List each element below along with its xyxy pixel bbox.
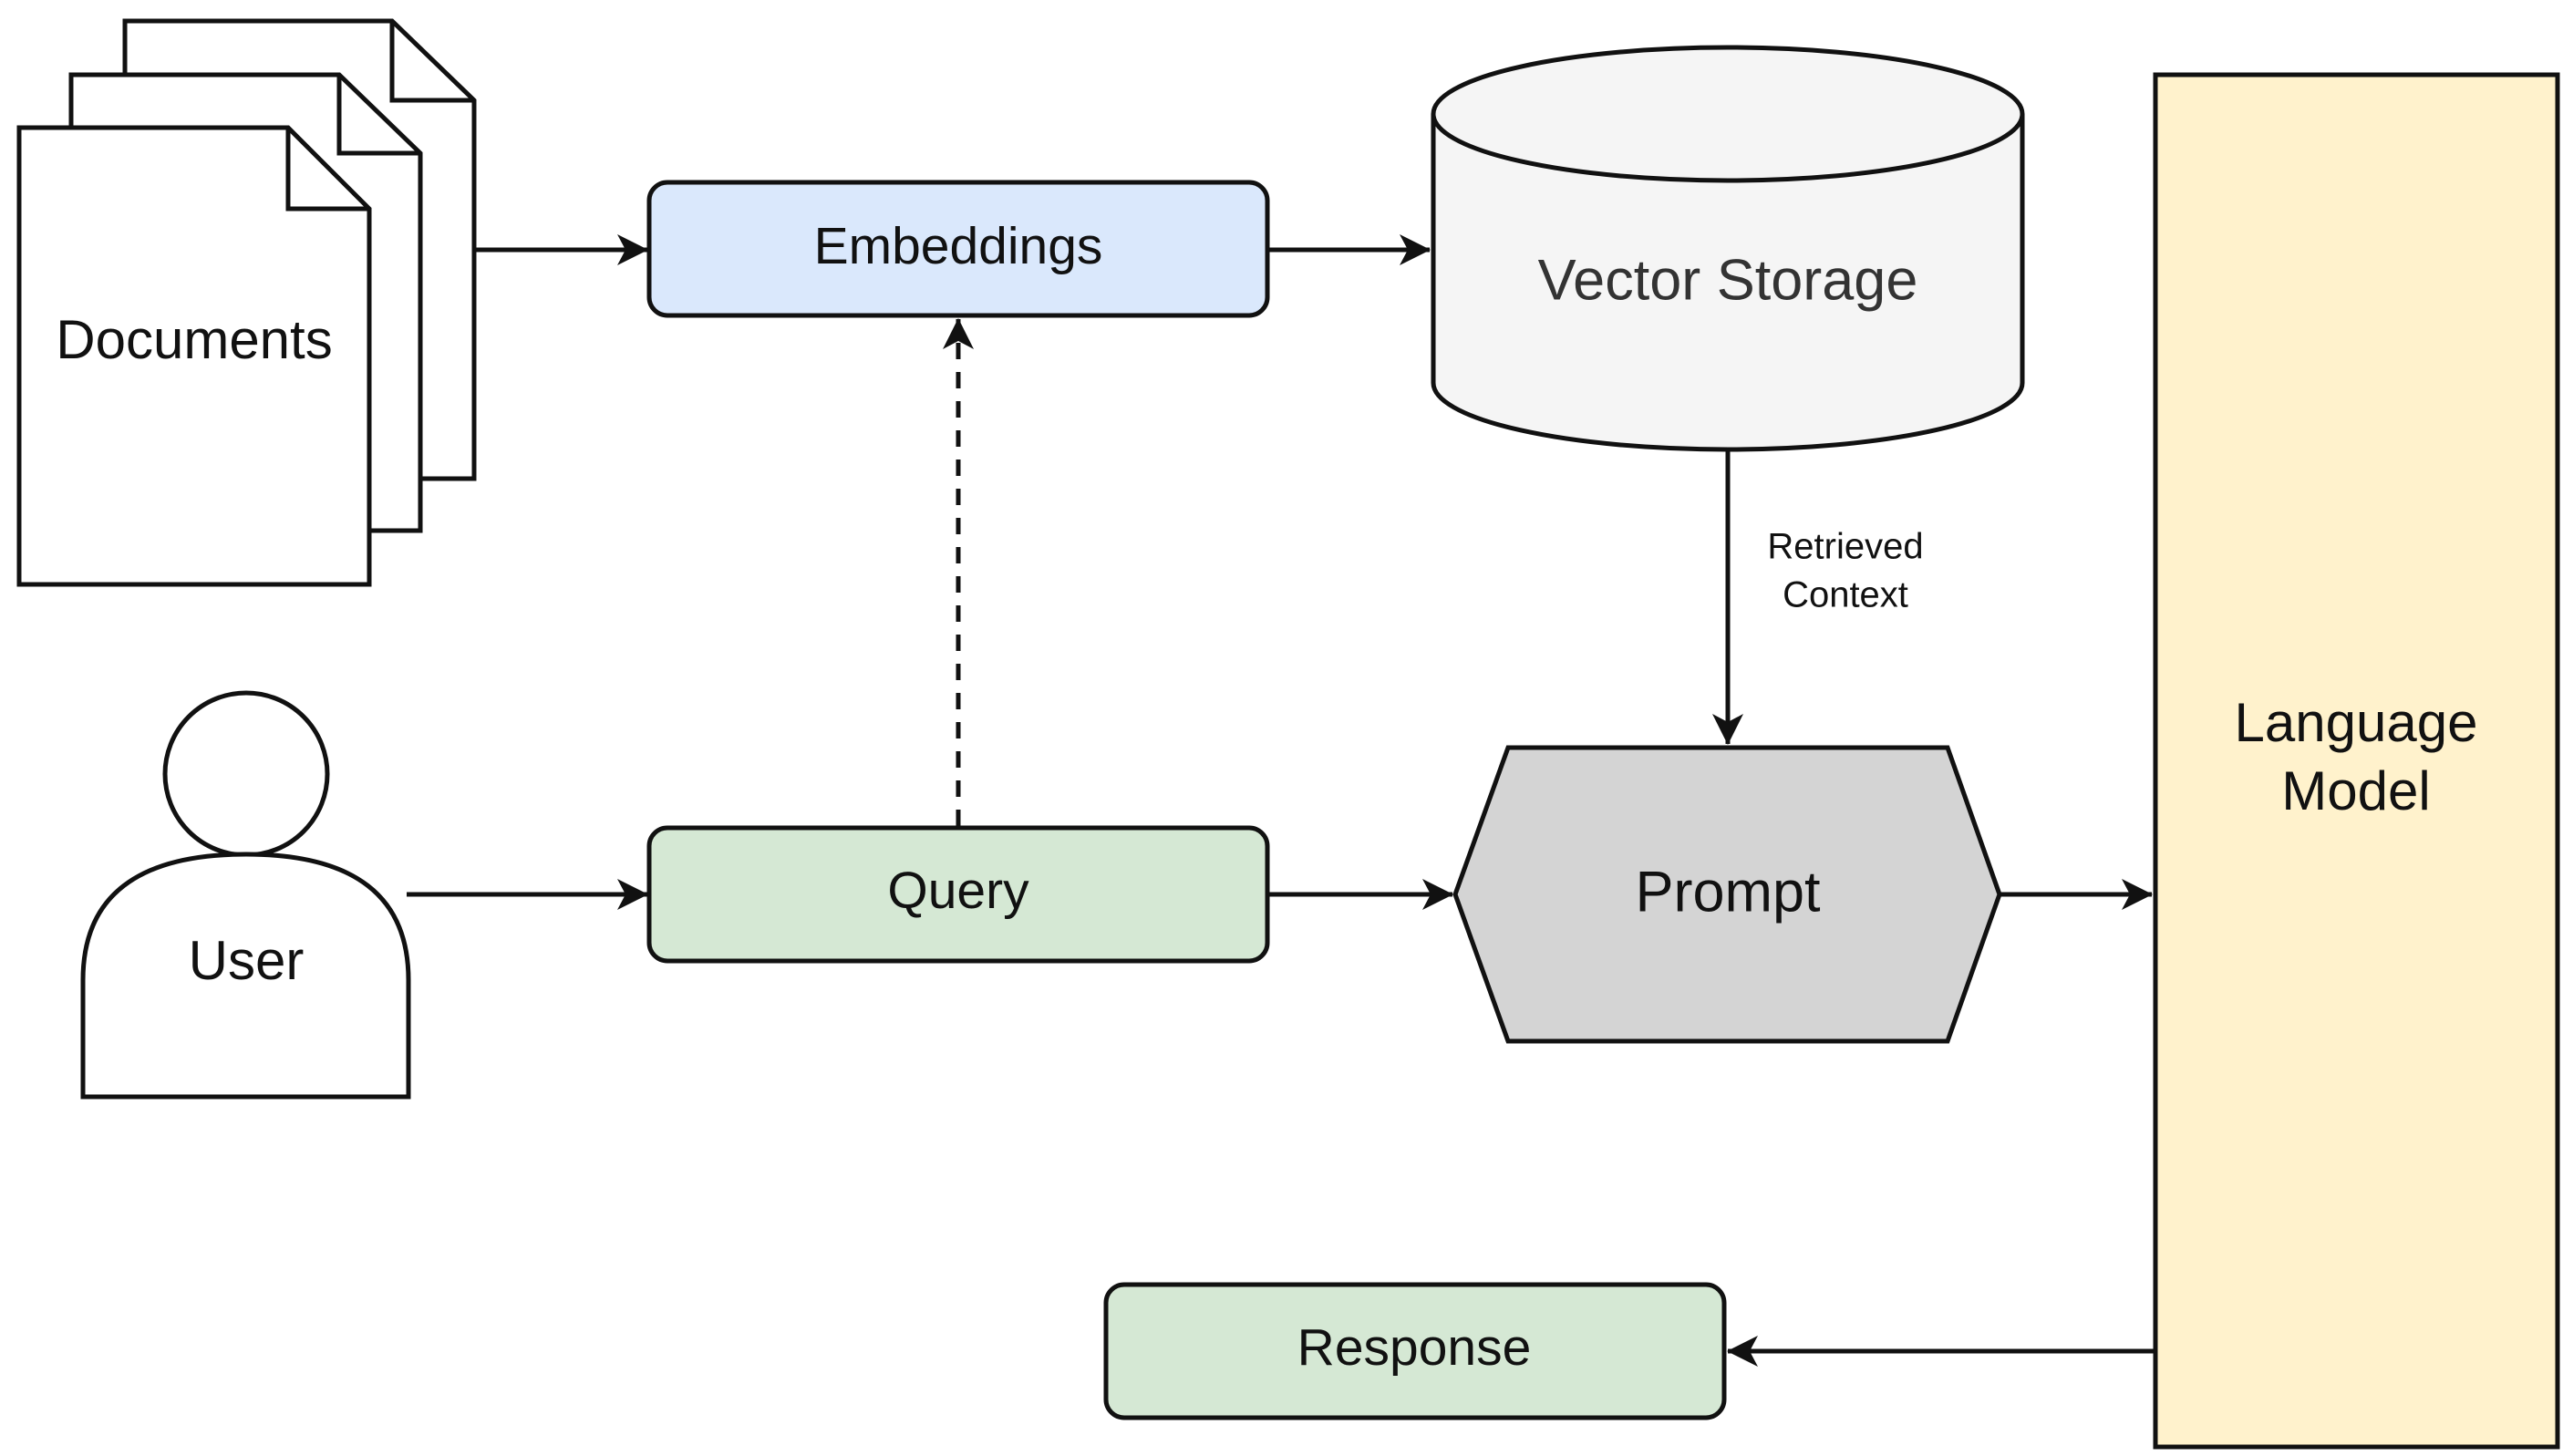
documents-node: Documents <box>16 18 477 587</box>
language-model-label-line2: Model <box>2281 760 2430 821</box>
documents-label: Documents <box>56 309 332 370</box>
document-page-front-fold <box>285 128 369 212</box>
retrieved-context-label-line1: Retrieved <box>1767 527 1923 567</box>
user-body-icon <box>80 852 411 1100</box>
embeddings-label: Embeddings <box>814 217 1103 275</box>
prompt-hexagon <box>1452 745 2002 1044</box>
user-label: User <box>189 930 305 991</box>
response-label: Response <box>1297 1318 1532 1377</box>
prompt-node: Prompt <box>1452 745 2002 1044</box>
language-model-node: Language Model <box>2153 72 2560 1450</box>
user-head-icon <box>162 690 330 858</box>
embeddings-node: Embeddings <box>646 180 1270 318</box>
document-page-back-fold <box>389 21 474 103</box>
language-model-label-line1: Language <box>2235 692 2478 753</box>
user-node: User <box>80 690 411 1100</box>
document-page-middle-fold <box>336 75 420 156</box>
response-box <box>1103 1282 1727 1420</box>
language-model-box <box>2153 72 2560 1450</box>
vector-storage-cylinder-body <box>1431 114 2025 452</box>
retrieved-context-label-line2: Context <box>1783 575 1908 615</box>
query-label: Query <box>887 862 1029 920</box>
vector-storage-label: Vector Storage <box>1538 249 1918 313</box>
query-node: Query <box>646 825 1270 964</box>
response-node: Response <box>1103 1282 1727 1420</box>
vector-storage-node: Vector Storage <box>1431 45 2025 452</box>
vector-storage-cylinder-top <box>1431 45 2025 183</box>
document-page-front <box>16 125 372 587</box>
prompt-label: Prompt <box>1635 861 1821 924</box>
